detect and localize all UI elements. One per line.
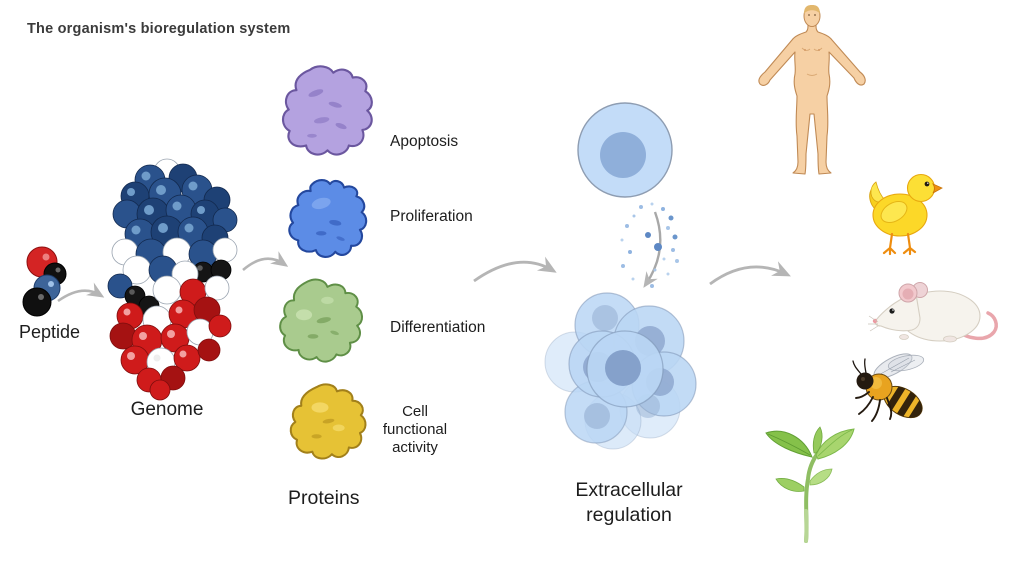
- secretion-arrow: [620, 202, 679, 288]
- arrow-cells-to-organisms: [709, 261, 791, 286]
- proteins-section-label: Proteins: [288, 487, 360, 509]
- protein-cell-functional-activity-icon: [289, 383, 367, 460]
- cell-cluster-icon: [544, 292, 697, 450]
- apoptosis-label: Apoptosis: [390, 133, 459, 150]
- plant-icon: [765, 426, 855, 543]
- arrow-peptide-to-genome: [57, 282, 105, 303]
- peptide-label: Peptide: [19, 322, 81, 342]
- protein-proliferation-icon: [288, 179, 368, 258]
- extracellular-line1: Extracellular: [575, 479, 683, 501]
- extracellular-regulation-label: Extracellular regulation: [539, 478, 719, 528]
- cell-functional-activity-label: Cell functional activity: [365, 403, 465, 457]
- mouse-icon: [868, 282, 998, 343]
- protein-apoptosis-icon: [281, 65, 373, 156]
- cell-icon: [577, 102, 673, 198]
- cell-functional-activity-line3: activity: [392, 439, 438, 456]
- bee-icon: [852, 353, 928, 425]
- proliferation-label: Proliferation: [390, 208, 473, 225]
- chick-icon: [869, 173, 943, 256]
- peptide-molecule-icon: [22, 246, 67, 317]
- differentiation-label: Differentiation: [390, 319, 486, 336]
- page-title: The organism's bioregulation system: [27, 21, 291, 37]
- cell-functional-activity-line2: functional: [382, 421, 448, 438]
- arrow-proteins-to-cells: [473, 256, 557, 283]
- arrow-genome-to-proteins: [242, 251, 289, 271]
- genome-label: Genome: [130, 399, 204, 420]
- extracellular-line2: regulation: [586, 504, 672, 526]
- protein-differentiation-icon: [279, 278, 364, 363]
- cell-functional-activity-line1: Cell: [402, 403, 428, 420]
- genome-molecule-icon: [107, 158, 238, 401]
- human-icon: [758, 5, 866, 175]
